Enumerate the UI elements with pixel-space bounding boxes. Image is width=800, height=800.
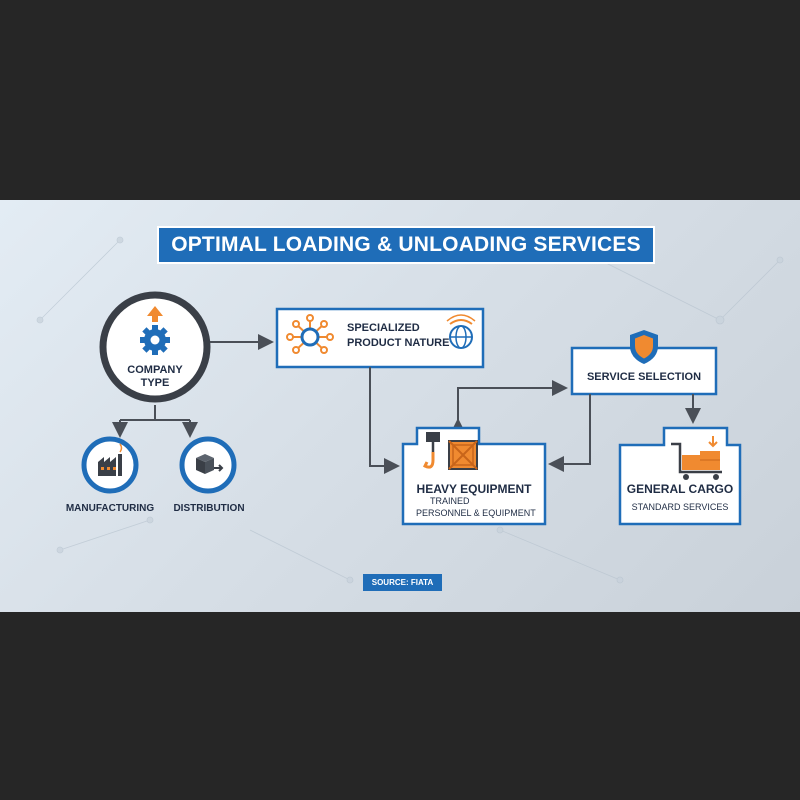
arrow-heavy-to-service — [450, 380, 568, 434]
general-cargo-sub: STANDARD SERVICES — [631, 502, 729, 512]
source-badge: SOURCE: FIATA — [363, 574, 442, 591]
general-cargo-title: GENERAL CARGO — [626, 482, 734, 496]
up-arrow-icon — [147, 306, 163, 322]
company-branch-connectors — [112, 405, 198, 438]
heavy-equipment-sub1: TRAINED — [430, 496, 470, 506]
shield-icon — [630, 330, 658, 364]
arrow-service-to-heavy — [548, 394, 591, 472]
manufacturing-label: MANUFACTURING — [65, 503, 155, 514]
network-icon — [286, 314, 334, 354]
cart-icon — [671, 436, 722, 480]
background-network — [36, 236, 784, 584]
gear-icon — [140, 325, 170, 355]
company-type-label: COMPANY TYPE — [127, 364, 183, 389]
diagram-canvas — [36, 236, 784, 584]
heavy-equipment-title: HEAVY EQUIPMENT — [416, 482, 532, 496]
specialized-label: SPECIALIZED PRODUCT NATURE — [347, 322, 450, 349]
globe-icon — [446, 314, 476, 349]
service-selection-label: SERVICE SELECTION — [586, 371, 702, 383]
page-title: OPTIMAL LOADING & UNLOADING SERVICES — [157, 226, 655, 264]
distribution-label: DISTRIBUTION — [173, 503, 245, 514]
hook-icon — [422, 432, 440, 469]
arrow-specialized-to-heavy — [369, 367, 400, 474]
heavy-equipment-sub2: PERSONNEL & EQUIPMENT — [416, 508, 536, 518]
diagram-panel: OPTIMAL LOADING & UNLOADING SERVICES COM… — [0, 200, 800, 612]
heavy-equipment-node — [401, 426, 547, 526]
crate-icon — [448, 440, 478, 470]
factory-icon — [98, 443, 123, 476]
box-icon — [196, 454, 224, 474]
